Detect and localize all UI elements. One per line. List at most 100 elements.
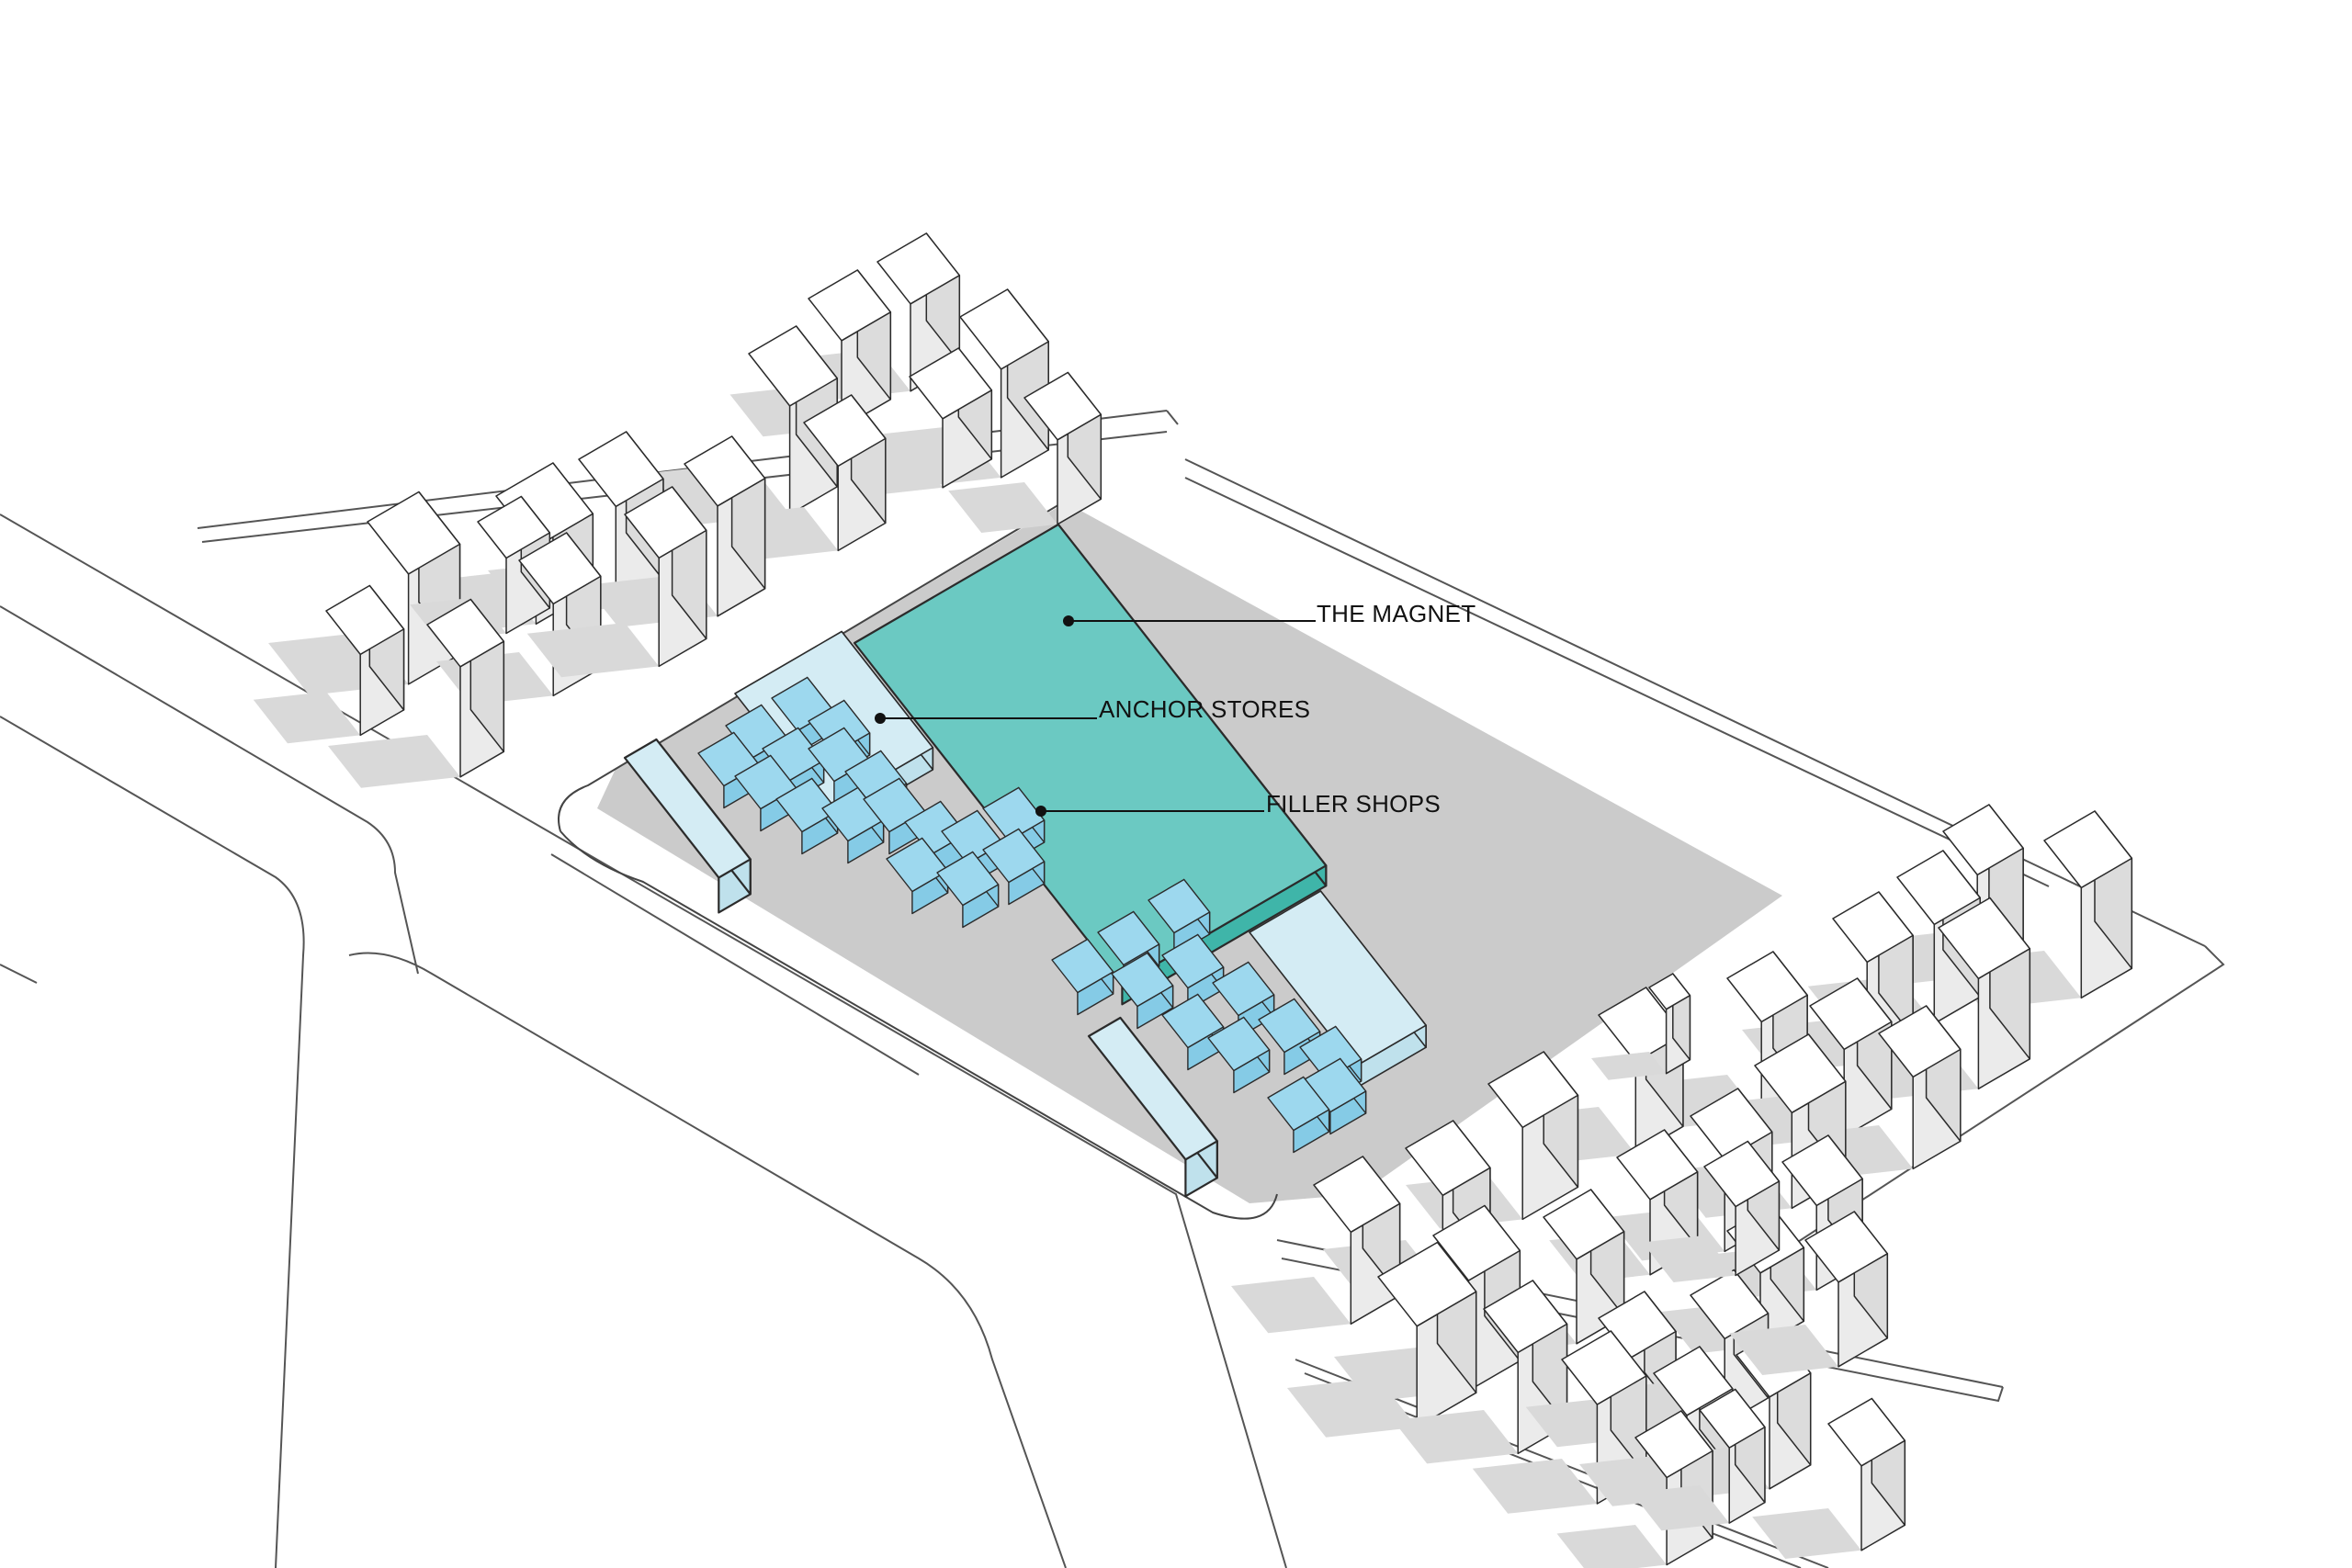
face-top <box>1405 1120 1491 1197</box>
face-top <box>1111 952 1174 1008</box>
context-building <box>1231 1156 1401 1334</box>
face-top <box>325 584 405 656</box>
road-edge <box>1184 477 2050 887</box>
cast-shadow <box>526 623 660 678</box>
leader-anchor-stores-dot <box>875 713 886 724</box>
face-top <box>1207 1016 1271 1072</box>
leader-filler-shops-dot <box>1035 806 1046 817</box>
context-building <box>1752 1397 1906 1559</box>
leader-the-magnet-dot <box>1063 615 1074 626</box>
road-edge <box>0 964 38 984</box>
context-building <box>728 394 887 559</box>
road-edge <box>0 605 419 975</box>
cast-shadow <box>1231 1277 1351 1334</box>
cast-shadow <box>1591 1052 1667 1080</box>
face-top <box>1878 1005 1962 1078</box>
cast-shadow <box>1632 1485 1730 1531</box>
face-top <box>982 828 1046 884</box>
face-top <box>1258 998 1321 1054</box>
face-top <box>578 431 664 508</box>
face-top <box>1699 1388 1766 1449</box>
context-building <box>1729 1211 1889 1375</box>
cast-shadow <box>253 692 361 744</box>
face-top <box>2043 810 2133 889</box>
cast-shadow <box>1393 1410 1519 1464</box>
face-top <box>1690 1269 1770 1340</box>
road-edge <box>1166 410 1179 425</box>
face-top <box>1804 1211 1889 1283</box>
face-top <box>1938 897 2031 980</box>
cast-shadow <box>1472 1459 1598 1514</box>
face-top <box>1483 1280 1568 1354</box>
face-top <box>1809 977 1893 1051</box>
context-building <box>328 598 505 788</box>
face-top <box>1634 1410 1713 1479</box>
context-building <box>585 435 766 627</box>
label-leaders <box>875 615 1316 817</box>
filler-shop <box>982 828 1046 906</box>
face-top <box>684 435 766 507</box>
filler-shop <box>1267 1076 1330 1154</box>
face-top <box>1212 961 1275 1017</box>
face-top <box>959 288 1049 370</box>
filler-shop <box>1148 878 1211 956</box>
face-top <box>1313 1156 1401 1234</box>
face-top <box>1087 1016 1218 1161</box>
context-building <box>1642 1140 1781 1282</box>
face-top <box>1561 1330 1647 1405</box>
context-building <box>948 371 1102 533</box>
face-top <box>1648 973 1691 1010</box>
anchor-store-block <box>1249 890 1427 1089</box>
face-top <box>367 491 461 575</box>
context-building <box>526 486 707 678</box>
face-top <box>1051 938 1114 994</box>
context-building <box>1287 1241 1477 1438</box>
road-edge <box>1184 458 2206 947</box>
cast-shadow <box>1556 1525 1668 1568</box>
face-top <box>1097 910 1160 966</box>
face-top <box>1023 371 1102 441</box>
face-top <box>1942 804 2024 876</box>
face-top <box>477 495 551 559</box>
retail-program-blocks <box>623 523 1427 1198</box>
face-top <box>909 347 993 420</box>
road-edge <box>550 853 920 1076</box>
face-top <box>1267 1076 1330 1132</box>
face-top <box>426 598 505 668</box>
cast-shadow <box>948 482 1057 533</box>
site-kerb <box>558 500 1278 1220</box>
face-top <box>1781 1134 1863 1207</box>
face-top <box>803 394 887 468</box>
filler-shop <box>1111 952 1174 1030</box>
face-top <box>876 232 961 305</box>
face-top <box>1543 1189 1625 1260</box>
face-top <box>1653 1346 1734 1416</box>
context-buildings <box>253 232 2133 1568</box>
label-filler-shops: FILLER SHOPS <box>1266 790 1441 818</box>
anchor-store-block <box>1087 1016 1218 1198</box>
cast-shadow <box>1642 1235 1736 1282</box>
face-top <box>623 738 752 879</box>
cast-shadow <box>328 735 460 788</box>
cast-shadow <box>1752 1508 1861 1559</box>
context-building <box>1632 1388 1766 1531</box>
face-top <box>1249 890 1427 1067</box>
face-top <box>1726 951 1808 1023</box>
context-building <box>253 584 405 744</box>
cast-shadow <box>1287 1378 1418 1438</box>
face-top <box>1432 1204 1521 1281</box>
label-the-magnet: THE MAGNET <box>1317 600 1476 627</box>
face-top <box>1827 1397 1906 1467</box>
face-top <box>1161 993 1225 1049</box>
face-top <box>1703 1140 1781 1208</box>
face-top <box>982 786 1046 842</box>
face-top <box>1754 1033 1847 1114</box>
face-top <box>1161 933 1225 989</box>
label-anchor-stores: ANCHOR STORES <box>1099 695 1310 723</box>
road-edge <box>348 952 1067 1568</box>
filler-shop <box>936 851 1000 929</box>
filler-shop <box>886 837 949 915</box>
context-building <box>1393 1280 1568 1464</box>
face-top <box>936 851 1000 907</box>
